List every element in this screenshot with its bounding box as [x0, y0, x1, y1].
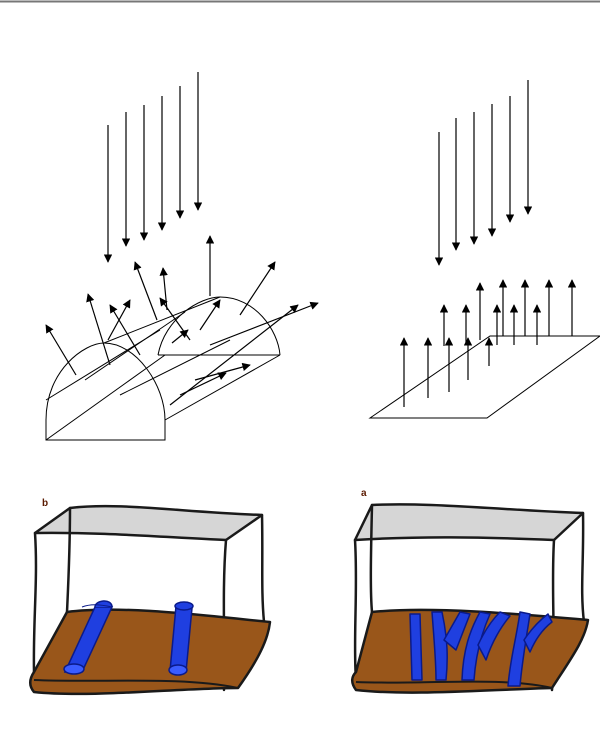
cylinder-base-diagonal [45, 354, 166, 441]
incident-rays-cylinder [103, 72, 203, 263]
scattered-ray [86, 293, 111, 366]
scattered-rays [45, 235, 319, 406]
scattered-ray [239, 261, 276, 316]
panel-a-box [351, 503, 590, 694]
cylinder-right-edge [164, 354, 281, 421]
scattered-ray [199, 299, 221, 331]
cylinder-ridge-line [103, 296, 221, 344]
incident-rays-plane [434, 80, 533, 266]
scattered-ray [171, 329, 189, 344]
cylinder-back-arc [157, 296, 281, 356]
scattered-ray [209, 301, 319, 346]
box-b-soil-edge [33, 679, 239, 689]
cylinder-scattering-panel [45, 72, 319, 441]
plane-reflection-panel [368, 80, 600, 419]
cylinder-inner-base [119, 339, 231, 396]
panel-label-b: b [42, 498, 49, 509]
scattered-ray [169, 304, 299, 406]
flat-surface [368, 335, 600, 419]
box-b-posts [32, 506, 266, 692]
scattered-ray [133, 261, 158, 321]
panel-b-box [29, 504, 272, 696]
channel-cylinder-1 [63, 600, 114, 675]
scattered-ray [159, 297, 191, 341]
channel-cylinder-2 [168, 601, 194, 676]
branched-channels [409, 611, 553, 687]
scattered-ray [45, 324, 77, 376]
box-a-lid [353, 503, 585, 542]
panel-label-a: a [361, 488, 367, 499]
half-cylinder [45, 296, 281, 441]
reflected-rays [399, 279, 577, 407]
scattered-ray [194, 362, 251, 381]
cylinder-front-face [45, 342, 166, 441]
scattered-ray [109, 304, 141, 356]
box-a-soil-edge [355, 680, 553, 689]
